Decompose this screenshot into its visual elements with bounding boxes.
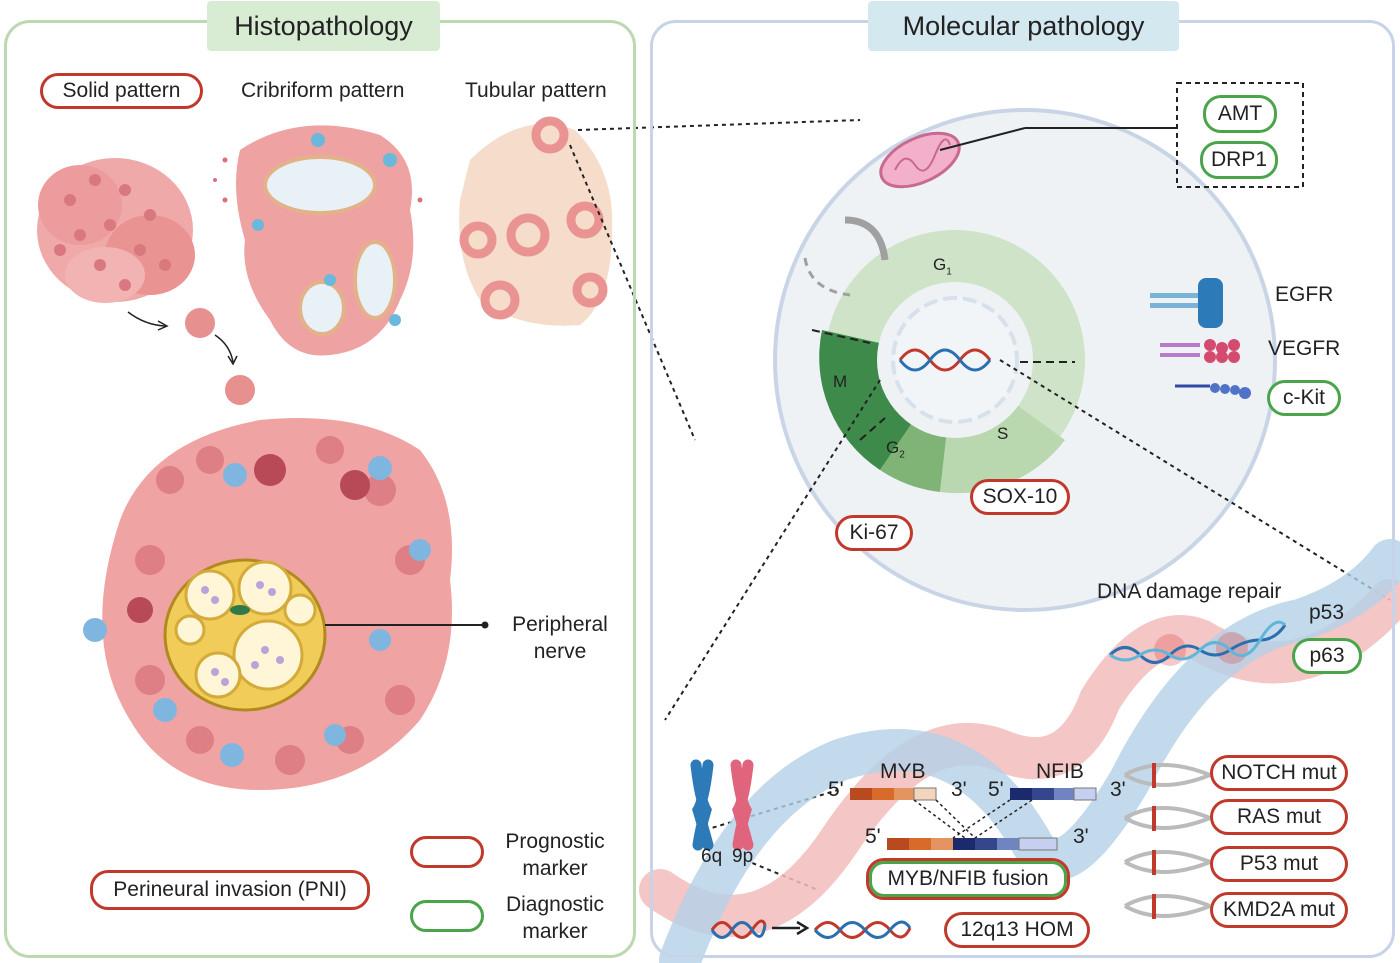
dna-repair-label: DNA damage repair (1097, 580, 1282, 603)
solid-pattern-label: Solid pattern (40, 73, 203, 109)
myb-nfib-fusion-marker: MYB/NFIB fusion (866, 858, 1070, 900)
pni-label: Perineural invasion (PNI) (90, 870, 370, 910)
cell-cycle-ring (803, 216, 1085, 494)
fusion-5prime: 5' (865, 825, 881, 848)
dna-repair-helix (1108, 620, 1287, 666)
cycle-m-label: M (833, 372, 848, 391)
ras-mut-marker: RAS mut (1210, 799, 1348, 835)
ki67-marker: Ki-67 (835, 515, 913, 551)
histopathology-panel (4, 20, 636, 958)
ckit-marker: c-Kit (1267, 380, 1341, 416)
hom-12q13-marker: 12q13 HOM (944, 912, 1090, 948)
notch-mut-marker: NOTCH mut (1210, 755, 1348, 791)
egfr-label: EGFR (1275, 283, 1334, 306)
legend-prognostic-swatch (410, 836, 484, 868)
migrating-cell-2 (225, 375, 255, 405)
mitochondrion (879, 131, 961, 189)
cycle-g1-label: G1 (933, 255, 952, 278)
chromosomes (690, 759, 754, 851)
vegfr-label: VEGFR (1268, 337, 1341, 360)
chromosome-9p-label: 9p (732, 846, 754, 867)
tubular-pattern-cluster (459, 116, 613, 326)
molecular-pathology-title: Molecular pathology (868, 1, 1179, 51)
legend-diagnostic-swatch (410, 900, 484, 932)
migrating-cell-1 (185, 308, 215, 338)
legend-prognostic-line1: Prognostic (505, 830, 605, 853)
gene-bars (850, 787, 1097, 851)
myb-3prime: 3' (951, 778, 967, 801)
amt-marker: AMT (1203, 95, 1277, 133)
cycle-g2-label: G2 (886, 438, 905, 461)
legend-prognostic-line2: marker (522, 857, 588, 880)
cribriform-pattern-cluster (213, 125, 423, 356)
cycle-s-label: S (997, 424, 1009, 443)
nfib-3prime: 3' (1110, 778, 1126, 801)
p63-marker: p63 (1292, 638, 1362, 674)
histopathology-title: Histopathology (207, 1, 440, 51)
nfib-5prime: 5' (988, 778, 1004, 801)
solid-pattern-cluster (37, 158, 195, 303)
peripheral-nerve-label-line1: Peripheral (512, 613, 608, 636)
hom-dna (710, 919, 912, 939)
fusion-3prime: 3' (1073, 825, 1089, 848)
kmd2a-mut-marker: KMD2A mut (1210, 892, 1348, 928)
sox10-marker: SOX-10 (970, 479, 1070, 515)
legend-diagnostic-line1: Diagnostic (505, 893, 605, 916)
receptor-icons (1150, 278, 1251, 399)
myb-label: MYB (880, 760, 926, 783)
peripheral-nerve-label-line2: nerve (533, 640, 587, 663)
myb-5prime: 5' (828, 778, 844, 801)
chromosome-6q-label: 6q (701, 846, 723, 867)
p53-label: p53 (1309, 601, 1345, 624)
drp1-marker: DRP1 (1200, 141, 1278, 179)
cribriform-pattern-label: Cribriform pattern (241, 79, 405, 102)
nfib-label: NFIB (1036, 760, 1084, 783)
legend-diagnostic-line2: marker (522, 920, 588, 943)
p53-mut-marker: P53 mut (1210, 846, 1348, 882)
pni-tumor-cluster (83, 418, 489, 790)
tubular-pattern-label: Tubular pattern (465, 79, 607, 102)
mutation-helix-icons (1124, 763, 1211, 918)
nucleus-dna (898, 348, 992, 372)
